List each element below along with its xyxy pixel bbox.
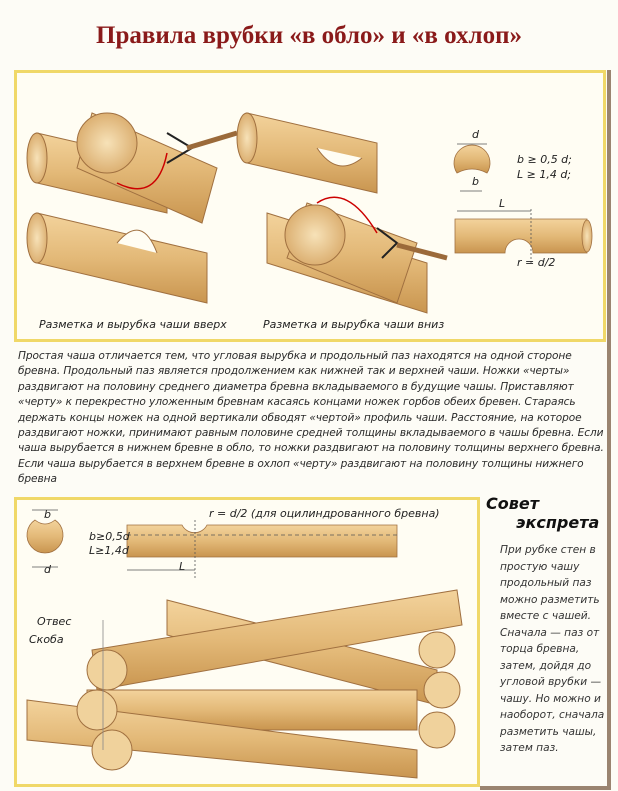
- advice-title-line2: экспрета: [516, 513, 600, 532]
- log-notch-illustration: [26, 112, 593, 314]
- caption-notch-down: Разметка и вырубка чаши вниз: [263, 318, 445, 331]
- bottom-illustration-panel: b d b≥0,5d L≥1,4d r = d/2 (для оцилиндро…: [14, 497, 480, 787]
- advice-text: При рубке стен в простую чашу продольный…: [500, 544, 605, 754]
- advice-title-line1: Совет: [486, 494, 539, 513]
- advice-title: Совет экспрета: [486, 494, 608, 532]
- formula-b: b ≥ 0,5 d;: [517, 153, 572, 166]
- dim-d-label: d: [44, 563, 51, 576]
- radius-label: r = d/2 (для оцилиндрованного бревна): [209, 507, 440, 520]
- log-group-lower-right: [266, 196, 448, 314]
- expert-advice: Совет экспрета При рубке стен в простую …: [486, 494, 608, 757]
- log-wall-illustration: [26, 509, 463, 779]
- page-shadow-edge: [607, 70, 611, 790]
- log-group-lower-left: [26, 212, 208, 304]
- page-title: Правила врубки «в обло» и «в охлоп»: [96, 22, 522, 49]
- formula-L: L ≥ 1,4 d;: [517, 168, 572, 181]
- formula-b: b≥0,5d: [89, 530, 130, 543]
- dim-d-label: d: [472, 128, 479, 141]
- description-paragraph: Простая чаша отличается тем, что угловая…: [18, 350, 604, 486]
- dim-b-label: b: [472, 175, 479, 188]
- page-shadow-bottom: [480, 786, 611, 790]
- dim-L-label: L: [499, 197, 506, 210]
- caption-notch-up: Разметка и вырубка чаши вверх: [39, 318, 227, 331]
- log-group-upper-right: [236, 112, 378, 194]
- dim-b-label: b: [44, 508, 51, 521]
- plumb-label: Отвес: [37, 615, 72, 628]
- section-diagram: [26, 509, 398, 580]
- log-wall: [26, 589, 463, 779]
- dim-L-label: L: [179, 560, 186, 573]
- top-illustration-panel: d b b ≥ 0,5 d; L ≥ 1,4 d; L r = d/2 Разм…: [14, 70, 606, 342]
- formula-L: L≥1,4d: [89, 544, 129, 557]
- notch-dimension-diagram: [453, 143, 593, 263]
- clamp-label: Скоба: [29, 633, 64, 646]
- radius-label: r = d/2: [517, 256, 556, 269]
- log-group-upper-left: [26, 112, 238, 224]
